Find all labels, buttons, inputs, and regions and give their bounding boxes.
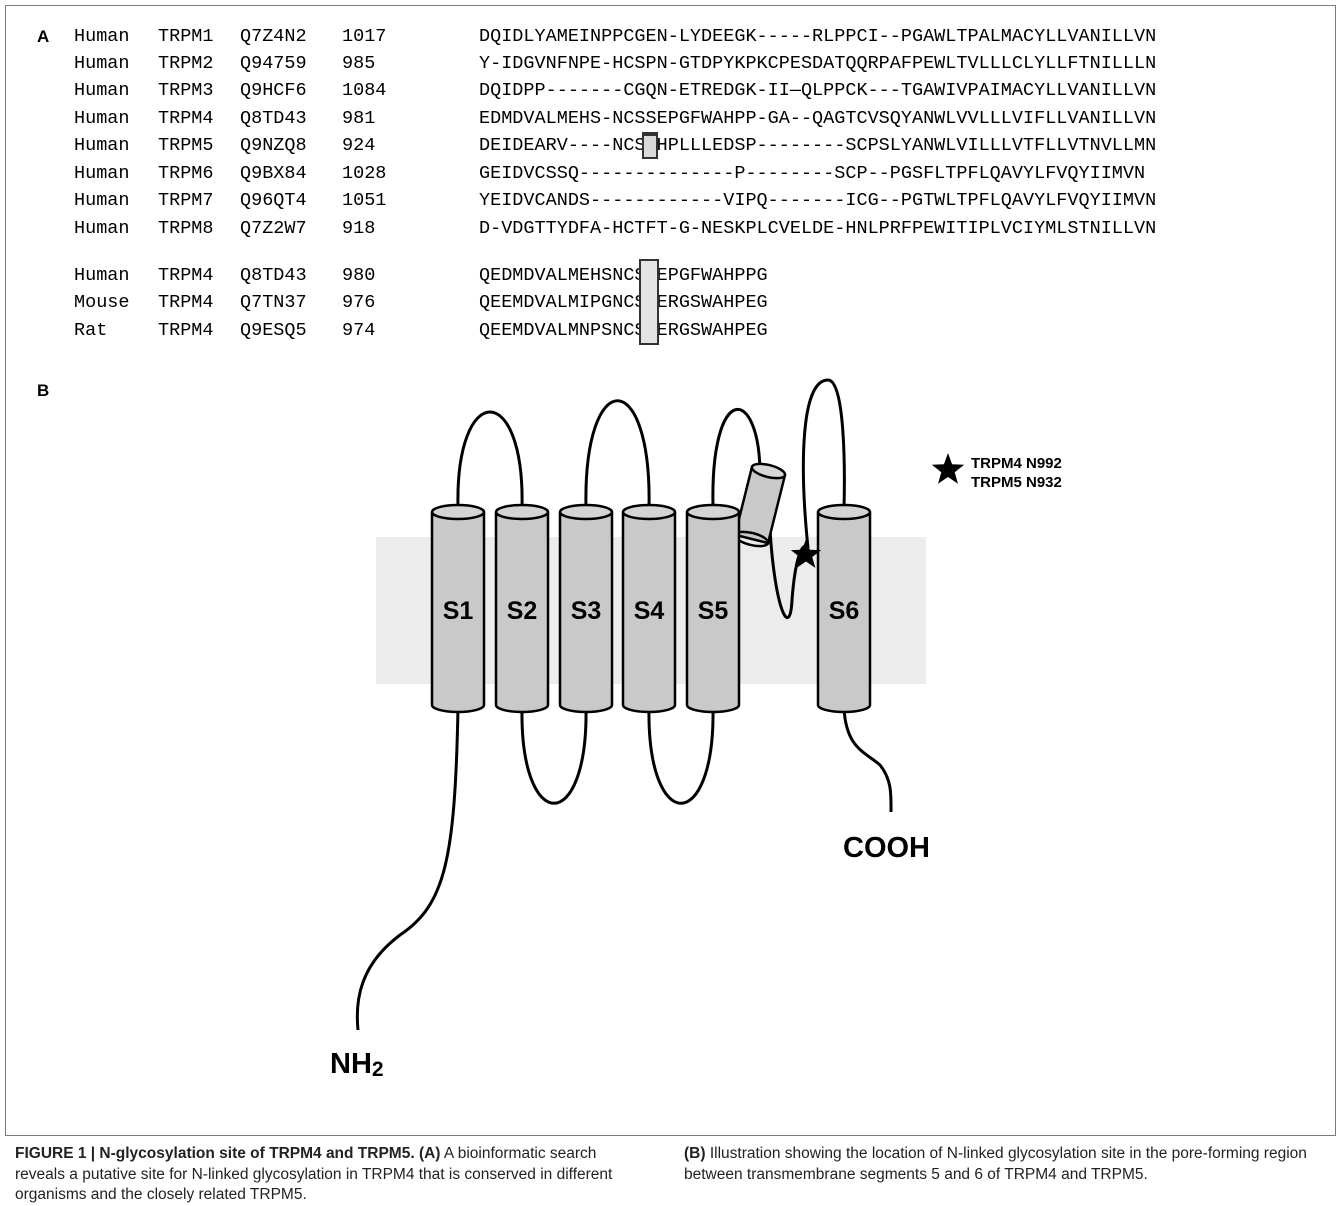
caption-b-text: Illustration showing the location of N-l… [684,1145,1307,1183]
helix-s1: S1 [430,503,486,714]
alignment-seq: Y-IDGVNFNPE-HCSPN-GTDPYKPKCPESDATQQRPAFP… [479,53,1157,74]
trpm-topology-diagram: S1 S2 S3 S4 S5 S6 NH2 COOH [330,378,965,1081]
alignment-seq: DQIDPP-------CGQN-ETREDGK-II—QLPPCK---TG… [479,80,1157,101]
legend-trpm4: TRPM4 N992 [971,455,1062,472]
alignment-acc: Q94759 [240,53,307,74]
alignment-protein: TRPM4 [158,292,214,313]
c-terminus-tail [842,707,893,813]
pore-helix [733,462,787,548]
c-terminus-label: COOH [843,832,930,864]
caption-left: FIGURE 1 | N-glycosylation site of TRPM4… [15,1144,645,1206]
pore-loop-up [801,378,846,549]
helix-s3: S3 [558,503,614,714]
alignment-seq: GEIDVCSSQ--------------P--------SCP--PGS… [479,163,1146,184]
glycosylation-site-star-icon [790,539,822,568]
alignment-species: Mouse [74,292,130,313]
helix-s5: S5 [685,503,741,714]
alignment-num: 985 [342,53,376,74]
alignment-num: 918 [342,218,376,239]
helix-label: S1 [443,597,474,625]
alignment-acc: Q9NZQ8 [240,135,307,156]
pore-loop [711,407,762,509]
alignment-protein: TRPM2 [158,53,214,74]
panel-a-label: A [37,27,50,46]
helix-label: S3 [571,597,602,625]
loop-s3-s4 [584,399,651,509]
alignment-species: Human [74,108,130,129]
n-terminus-label: NH2 [330,1048,384,1081]
alignment-species: Human [74,163,130,184]
helix-label: S5 [698,597,729,625]
glycosylation-site-box [642,134,658,159]
alignment-num: 1017 [342,26,387,47]
alignment-species: Human [74,190,130,211]
loop-s1-s2 [456,410,524,509]
alignment-seq: D-VDGTTYDFA-HCTFT-G-NESKPLCVELDE-HNLPRFP… [479,218,1157,239]
loop-s2-s3 [520,707,588,805]
helix-label: S6 [829,597,860,625]
alignment-protein: TRPM4 [158,108,214,129]
alignment-species: Human [74,135,130,156]
alignment-acc: Q7Z4N2 [240,26,307,47]
panel-b-label: B [37,381,50,400]
alignment-num: 981 [342,108,376,129]
alignment-protein: TRPM6 [158,163,214,184]
alignment-acc: Q7TN37 [240,292,307,313]
legend-labels: TRPM4 N992 TRPM5 N932 [971,454,1062,492]
alignment-protein: TRPM5 [158,135,214,156]
alignment-species: Human [74,26,130,47]
helix-s6: S6 [816,503,872,714]
alignment-acc: Q8TD43 [240,108,307,129]
alignment-protein: TRPM1 [158,26,214,47]
glycosylation-site-box-ortho [639,259,659,345]
alignment-species: Human [74,265,130,286]
alignment-species: Human [74,53,130,74]
alignment-num: 1028 [342,163,387,184]
alignment-acc: Q9ESQ5 [240,320,307,341]
alignment-species: Rat [74,320,108,341]
alignment-acc: Q9BX84 [240,163,307,184]
alignment-species: Human [74,218,130,239]
figure-frame [5,5,1336,1136]
alignment-protein: TRPM4 [158,265,214,286]
alignment-acc: Q9HCF6 [240,80,307,101]
alignment-acc: Q7Z2W7 [240,218,307,239]
n-terminus-tail [355,707,460,1031]
alignment-protein: TRPM8 [158,218,214,239]
alignment-num: 1051 [342,190,387,211]
alignment-seq: QEEMDVALMIPGNCSMERGSWAHPEG [479,292,768,313]
caption-b-ref: (B) [684,1145,706,1162]
alignment-species: Human [74,80,130,101]
helix-s4: S4 [621,503,677,714]
helix-s2: S2 [494,503,550,714]
alignment-seq: QEDMDVALMEHSNCSSEPGFWAHPPG [479,265,768,286]
alignment-seq: QEEMDVALMNPSNCSAERGSWAHPEG [479,320,768,341]
legend-trpm5: TRPM5 N932 [971,474,1062,491]
alignment-num: 974 [342,320,376,341]
alignment-protein: TRPM4 [158,320,214,341]
caption-title: FIGURE 1 | N-glycosylation site of TRPM4… [15,1145,415,1162]
alignment-protein: TRPM7 [158,190,214,211]
alignment-acc: Q8TD43 [240,265,307,286]
alignment-seq: YEIDVCANDS------------VIPQ-------ICG--PG… [479,190,1157,211]
alignment-seq: EDMDVALMEHS-NCSSEPGFWAHPP-GA--QAGTCVSQYA… [479,108,1157,129]
alignment-seq: DQIDLYAMEINPPCGEN-LYDEEGK-----RLPPCI--PG… [479,26,1157,47]
alignment-num: 980 [342,265,376,286]
alignment-num: 924 [342,135,376,156]
alignment-num: 976 [342,292,376,313]
helix-label: S4 [634,597,665,625]
caption-right: (B) Illustration showing the location of… [684,1144,1324,1185]
alignment-acc: Q96QT4 [240,190,307,211]
star-icon [931,453,965,484]
caption-a-ref: (A) [418,1145,441,1162]
alignment-num: 1084 [342,80,387,101]
helix-label: S2 [507,597,538,625]
loop-s4-s5 [647,707,715,805]
alignment-protein: TRPM3 [158,80,214,101]
